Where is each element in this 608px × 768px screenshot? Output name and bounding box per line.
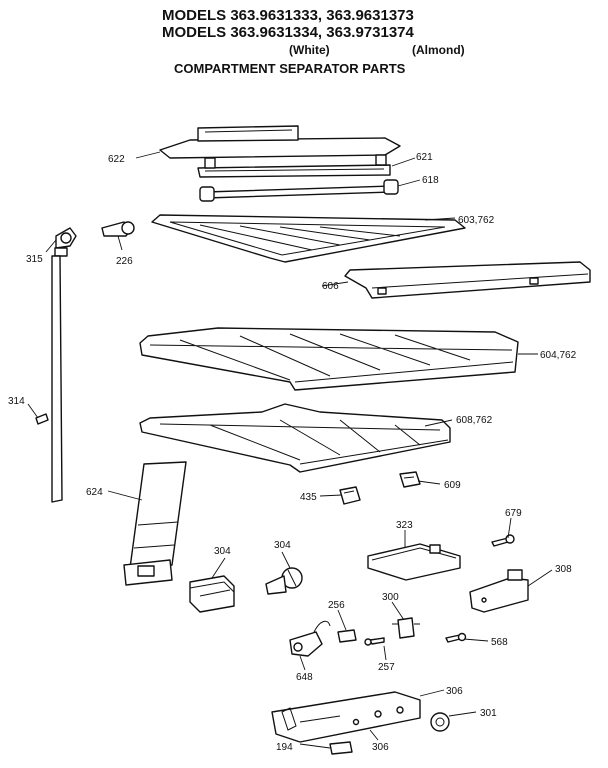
callout-624: 624 [86, 487, 103, 498]
callout-609: 609 [444, 480, 461, 491]
part-300-thermostat [392, 617, 420, 639]
callout-300: 300 [382, 592, 399, 603]
part-679-screw [491, 534, 515, 547]
part-323-housing [367, 543, 461, 581]
part-622-cover [159, 125, 401, 159]
part-609-clip [399, 471, 421, 488]
part-608-pan [139, 403, 451, 473]
callout-568: 568 [491, 637, 508, 648]
part-624-duct [123, 461, 187, 586]
part-606-trim [344, 261, 591, 299]
callout-435: 435 [300, 492, 317, 503]
callout-606: 606 [322, 281, 339, 292]
callout-323: 323 [396, 520, 413, 531]
section-title: COMPARTMENT SEPARATOR PARTS [174, 61, 406, 76]
callout-306-bottom: 306 [372, 742, 389, 753]
callout-194: 194 [276, 742, 293, 753]
callout-315: 315 [26, 254, 43, 265]
callout-226: 226 [116, 256, 133, 267]
part-226-pin [101, 221, 135, 237]
part-256-switch [337, 629, 357, 643]
callout-314: 314 [8, 396, 25, 407]
part-306-base [271, 691, 421, 743]
models-line-2: MODELS 363.9631334, 363.9731374 [162, 24, 414, 41]
callout-604-762: 604,762 [540, 350, 577, 361]
callout-618: 618 [422, 175, 439, 186]
part-435-clip [339, 486, 361, 505]
callout-308: 308 [555, 564, 572, 575]
part-304-knob [265, 567, 303, 595]
part-315-bracket [54, 227, 77, 257]
callout-648: 648 [296, 672, 313, 683]
part-257-screw [364, 637, 385, 646]
part-604-separator [139, 327, 519, 391]
callout-679: 679 [505, 508, 522, 519]
part-618-rod [199, 179, 399, 202]
part-314-rod [35, 255, 63, 503]
callout-603-762: 603,762 [458, 215, 495, 226]
callout-304-knob: 304 [274, 540, 291, 551]
leader-lines [27, 151, 553, 749]
part-194-clip [329, 741, 353, 755]
part-648-motor [289, 620, 331, 657]
part-568-screw [445, 632, 467, 643]
callout-257: 257 [378, 662, 395, 673]
part-621-rail [197, 154, 391, 178]
callout-608-762: 608,762 [456, 415, 493, 426]
part-301-knob [430, 712, 450, 732]
callout-622: 622 [108, 154, 125, 165]
color-white-label: (White) [289, 43, 330, 57]
callout-256: 256 [328, 600, 345, 611]
models-line-1: MODELS 363.9631333, 363.9631373 [162, 7, 414, 24]
callout-304-box: 304 [214, 546, 231, 557]
part-308-bracket [469, 569, 529, 613]
callout-621: 621 [416, 152, 433, 163]
part-603-shelf [151, 214, 466, 263]
callout-301: 301 [480, 708, 497, 719]
color-almond-label: (Almond) [412, 43, 465, 57]
callout-306-top: 306 [446, 686, 463, 697]
part-304-box [189, 575, 235, 613]
